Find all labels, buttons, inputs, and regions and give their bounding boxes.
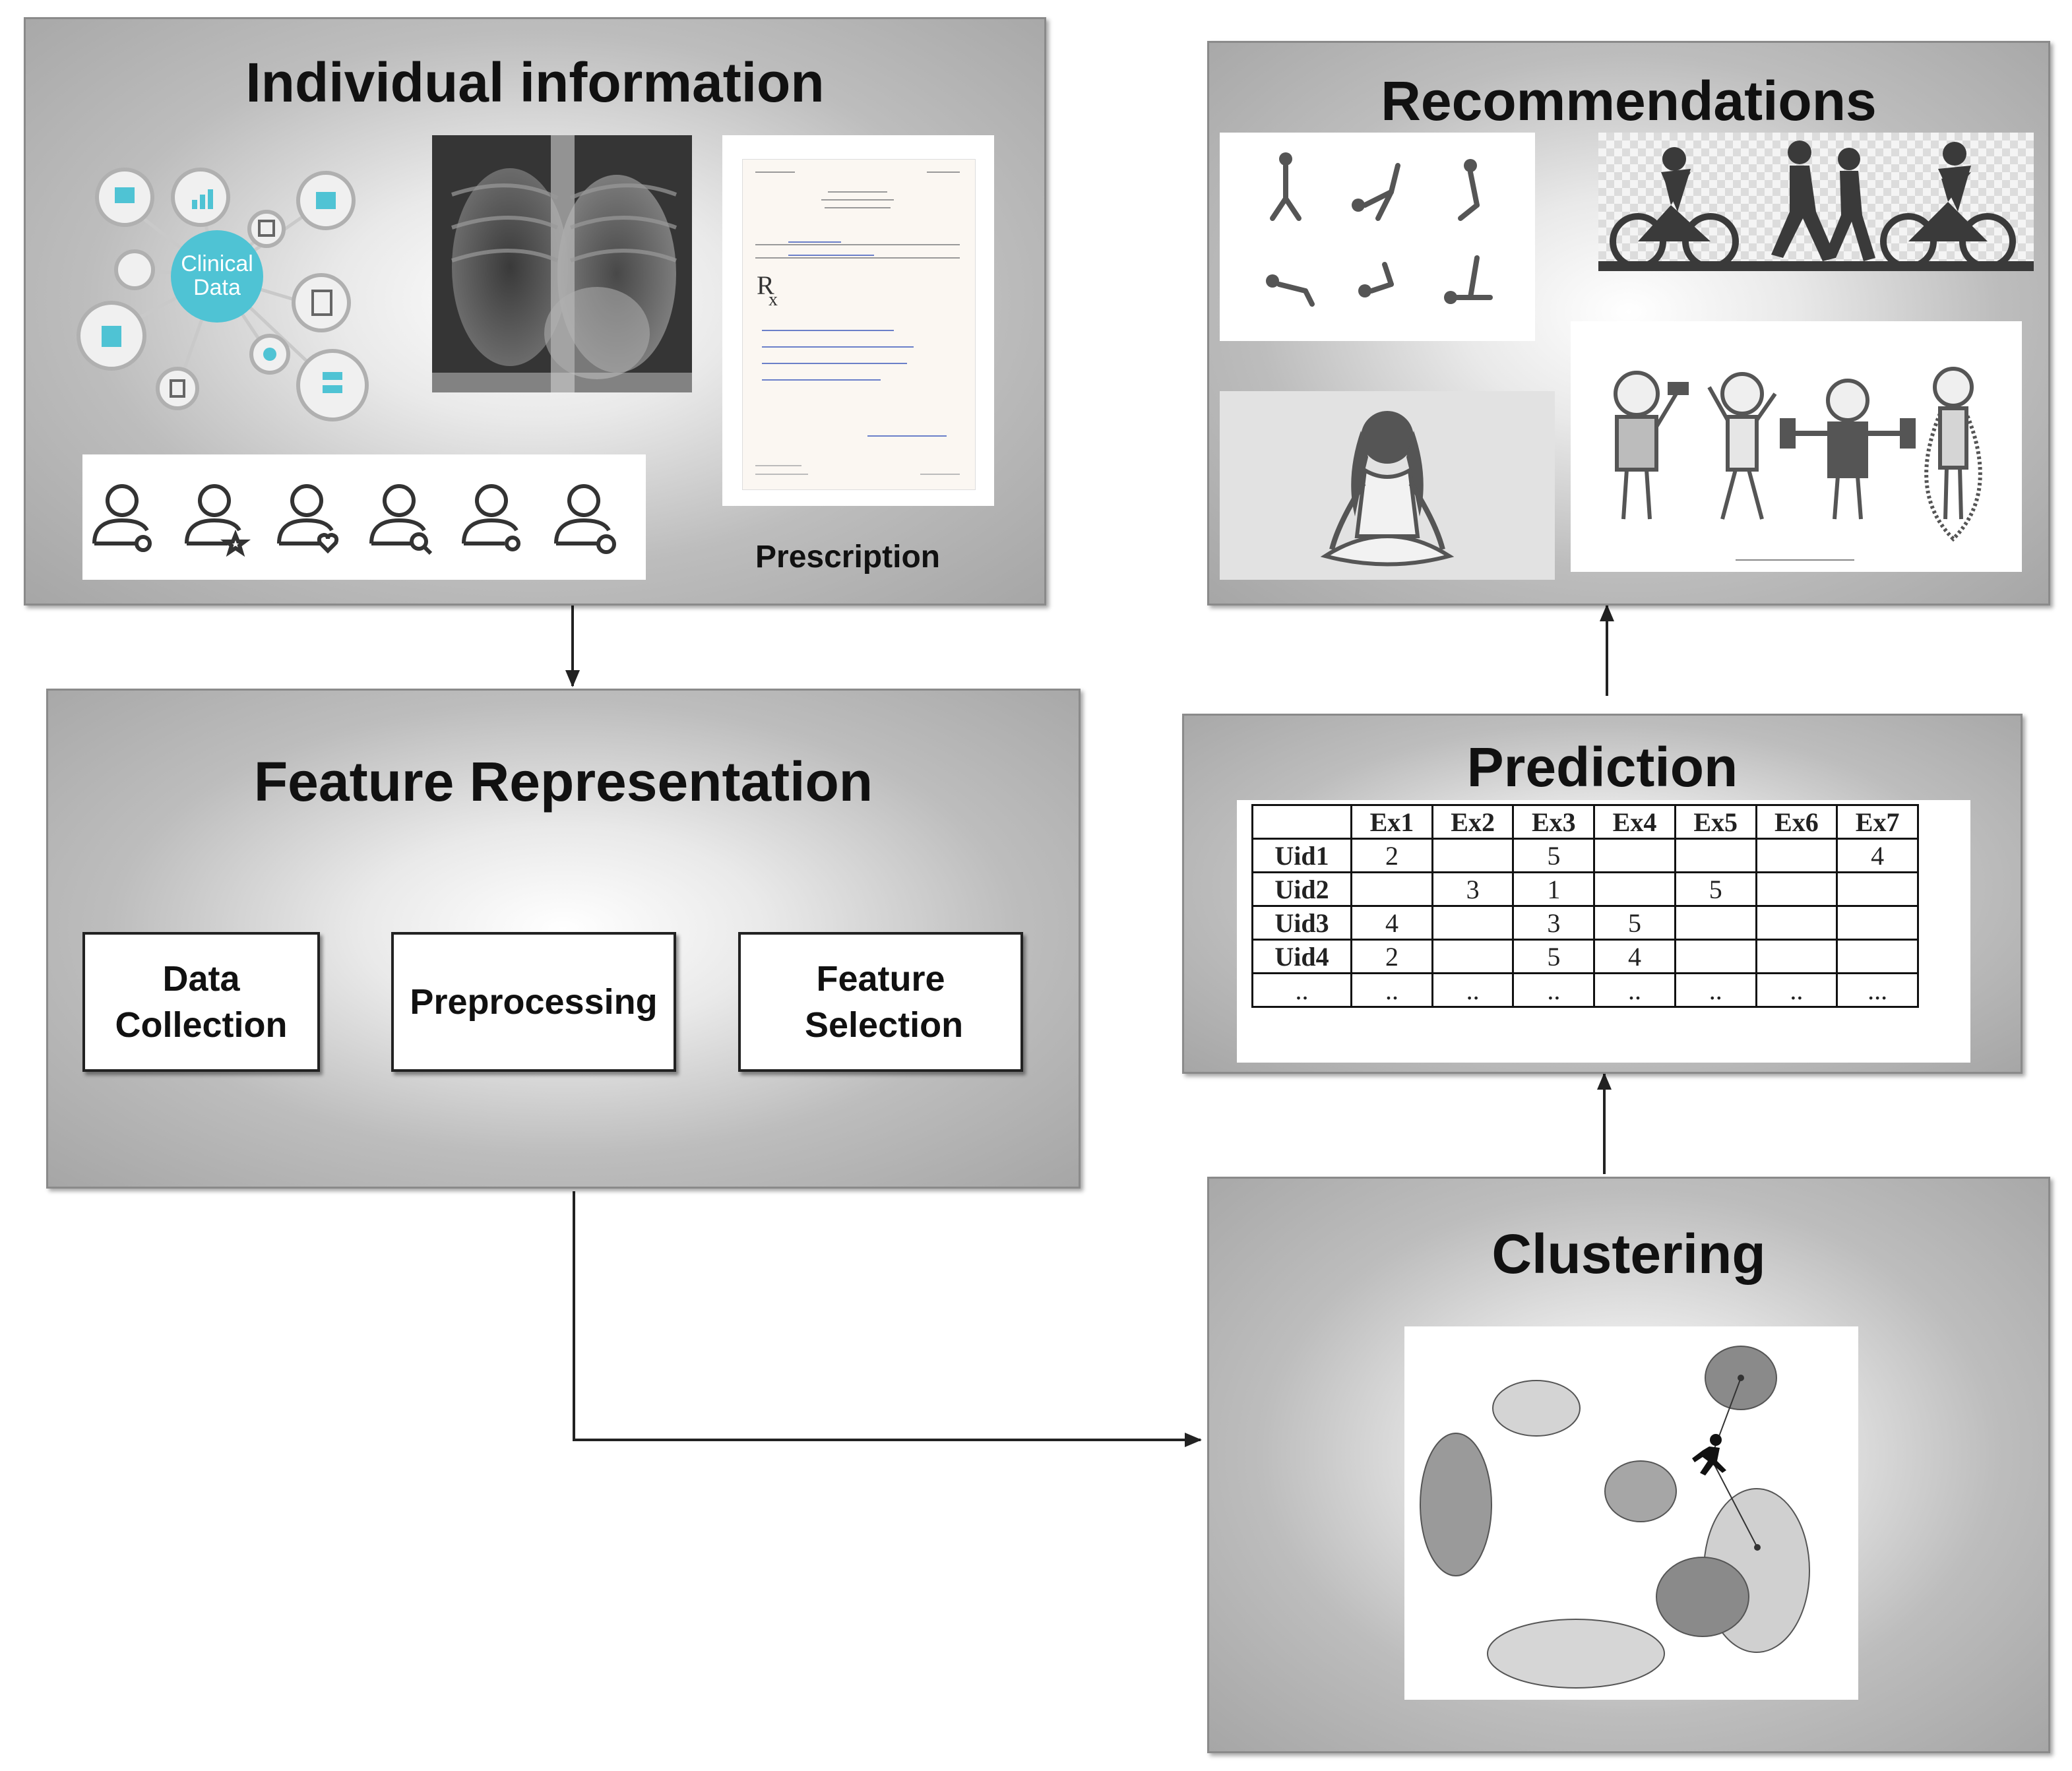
svg-text:x: x bbox=[769, 290, 778, 310]
table-cell bbox=[1755, 905, 1838, 941]
chest-xray-image bbox=[432, 135, 692, 392]
table-cell bbox=[1350, 871, 1433, 907]
table-header-cell: Ex1 bbox=[1350, 804, 1433, 840]
svg-text:Data: Data bbox=[193, 275, 241, 300]
table-header-row: Ex1 Ex2 Ex3 Ex4 Ex5 Ex6 Ex7 bbox=[1251, 804, 1919, 840]
running-person-icon bbox=[1692, 1434, 1726, 1476]
feature-representation-panel: Feature Representation Data Collection P… bbox=[46, 689, 1081, 1189]
table-header-cell: Ex2 bbox=[1431, 804, 1515, 840]
arrow-feature-to-clustering bbox=[573, 1191, 1202, 1447]
table-cell bbox=[1431, 939, 1515, 974]
table-cell: 5 bbox=[1593, 905, 1676, 941]
rx-symbol: R bbox=[757, 270, 774, 300]
table-cell bbox=[1836, 905, 1919, 941]
table-cell: .. bbox=[1593, 972, 1676, 1008]
meditation-figure bbox=[1220, 391, 1555, 580]
table-cell: 1 bbox=[1512, 871, 1596, 907]
table-cell bbox=[1755, 871, 1838, 907]
data-collection-label: Data Collection bbox=[115, 959, 288, 1045]
table-cell: .. bbox=[1431, 972, 1515, 1008]
exercise-cartoon-figures bbox=[1571, 321, 2022, 572]
prediction-panel: Prediction Ex1 Ex2 Ex3 Ex4 Ex5 Ex6 Ex7 U… bbox=[1182, 714, 2023, 1074]
table-cell: 4 bbox=[1836, 838, 1919, 873]
table-cell: Uid3 bbox=[1251, 905, 1353, 941]
clinical-data-hub-label: Clinical bbox=[181, 251, 253, 276]
cycling-running-silhouettes bbox=[1598, 133, 2034, 271]
table-cell: 2 bbox=[1350, 838, 1433, 873]
table-cell: .. bbox=[1350, 972, 1433, 1008]
clustering-panel: Clustering bbox=[1207, 1177, 2050, 1753]
clustering-canvas bbox=[1404, 1326, 1858, 1700]
table-row: .. .. .. .. .. .. .. ... bbox=[1251, 972, 1919, 1008]
table-cell: ... bbox=[1836, 972, 1919, 1008]
table-cell bbox=[1836, 939, 1919, 974]
table-cell bbox=[1836, 871, 1919, 907]
cluster bbox=[1420, 1433, 1492, 1576]
table-cell bbox=[1755, 939, 1838, 974]
table-cell: 3 bbox=[1431, 871, 1515, 907]
recommendations-panel: Recommendations bbox=[1207, 41, 2050, 606]
table-cell bbox=[1431, 838, 1515, 873]
feature-representation-title: Feature Representation bbox=[253, 751, 873, 813]
table-header-cell: Ex4 bbox=[1593, 804, 1676, 840]
table-cell bbox=[1674, 905, 1757, 941]
individual-information-title: Individual information bbox=[245, 51, 825, 113]
prediction-table: Ex1 Ex2 Ex3 Ex4 Ex5 Ex6 Ex7 Uid1 2 5 4 bbox=[1251, 804, 1919, 1008]
table-header-cell: Ex3 bbox=[1512, 804, 1596, 840]
preprocessing-box: Preprocessing bbox=[391, 932, 676, 1072]
table-cell bbox=[1674, 838, 1757, 873]
cluster bbox=[1656, 1557, 1749, 1637]
table-cell: 5 bbox=[1512, 939, 1596, 974]
table-header-cell: Ex7 bbox=[1836, 804, 1919, 840]
prescription-label: Prescription bbox=[755, 540, 941, 575]
table-header-cell: Ex5 bbox=[1674, 804, 1757, 840]
table-cell: Uid4 bbox=[1251, 939, 1353, 974]
table-cell: 4 bbox=[1593, 939, 1676, 974]
table-cell: Uid2 bbox=[1251, 871, 1353, 907]
table-cell bbox=[1593, 838, 1676, 873]
recommendations-title: Recommendations bbox=[1381, 70, 1877, 132]
table-row: Uid2 3 1 5 bbox=[1251, 871, 1919, 907]
table-cell: .. bbox=[1755, 972, 1838, 1008]
feature-selection-box: Feature Selection bbox=[738, 932, 1023, 1072]
cluster bbox=[1492, 1380, 1581, 1437]
table-cell: .. bbox=[1512, 972, 1596, 1008]
table-cell bbox=[1755, 838, 1838, 873]
table-header-cell: Ex6 bbox=[1755, 804, 1838, 840]
table-row: Uid4 2 5 4 bbox=[1251, 939, 1919, 974]
table-cell: 3 bbox=[1512, 905, 1596, 941]
data-collection-box: Data Collection bbox=[82, 932, 320, 1072]
feature-selection-label: Feature Selection bbox=[805, 959, 964, 1045]
yoga-poses-image bbox=[1220, 133, 1535, 341]
prediction-title: Prediction bbox=[1466, 736, 1738, 798]
prescription-document: R x bbox=[722, 135, 994, 506]
table-cell: 5 bbox=[1512, 838, 1596, 873]
cluster bbox=[1487, 1619, 1665, 1689]
table-cell bbox=[1431, 905, 1515, 941]
table-cell: 4 bbox=[1350, 905, 1433, 941]
table-header-cell bbox=[1251, 804, 1353, 840]
clinical-data-network-icon: Clinical Data bbox=[77, 168, 369, 421]
clustering-title: Clustering bbox=[1491, 1223, 1766, 1285]
table-cell: 5 bbox=[1674, 871, 1757, 907]
table-cell: .. bbox=[1674, 972, 1757, 1008]
cluster bbox=[1604, 1460, 1677, 1522]
table-cell: .. bbox=[1251, 972, 1353, 1008]
user-profile-icons bbox=[82, 454, 646, 580]
preprocessing-label: Preprocessing bbox=[410, 982, 658, 1022]
table-cell bbox=[1593, 871, 1676, 907]
table-cell bbox=[1674, 939, 1757, 974]
table-row: Uid3 4 3 5 bbox=[1251, 905, 1919, 941]
individual-information-panel: Individual information bbox=[24, 17, 1046, 606]
table-row: Uid1 2 5 4 bbox=[1251, 838, 1919, 873]
table-cell: 2 bbox=[1350, 939, 1433, 974]
table-cell: Uid1 bbox=[1251, 838, 1353, 873]
